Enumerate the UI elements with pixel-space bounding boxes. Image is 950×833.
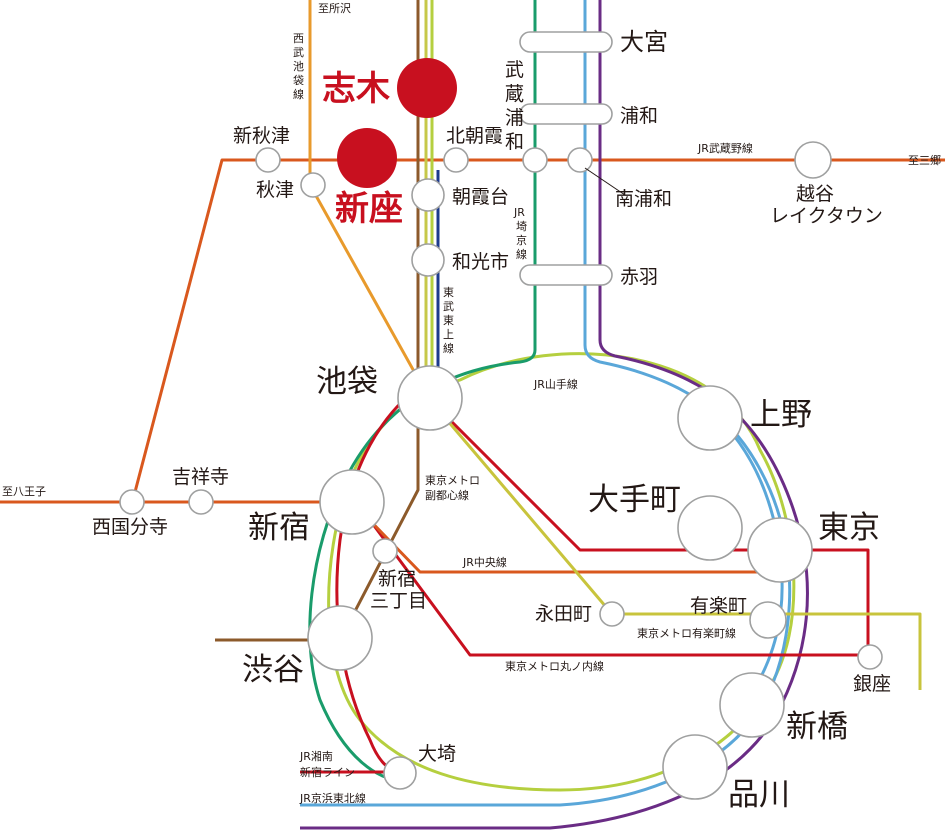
label-ikebukuro: 池袋 bbox=[316, 364, 378, 400]
label-otemachi: 大手町 bbox=[588, 482, 681, 518]
label-omiya: 大宮 bbox=[620, 28, 668, 56]
station-nagatacho bbox=[599, 601, 625, 627]
label-seibu-5: 線 bbox=[293, 87, 304, 101]
label-saikyo-1: JR bbox=[513, 206, 525, 219]
label-saikyo-3: 京 bbox=[516, 233, 527, 247]
station-shibuya bbox=[307, 605, 373, 671]
label-tojo-4: 上 bbox=[443, 328, 454, 341]
stations bbox=[119, 31, 883, 800]
label-fukutoshin-a: 東京メトロ bbox=[425, 473, 480, 487]
label-metro-yurakucho: 東京メトロ有楽町線 bbox=[637, 626, 736, 640]
station-ikebukuro bbox=[397, 365, 463, 431]
station-wakoshi bbox=[411, 243, 445, 277]
label-ueno: 上野 bbox=[750, 397, 812, 433]
label-seibu-1: 西 bbox=[293, 32, 304, 45]
station-shinagawa bbox=[662, 734, 728, 800]
label-akabane: 赤羽 bbox=[620, 266, 658, 288]
label-koshigaya: 越谷 bbox=[796, 183, 834, 205]
station-omiya-pill bbox=[519, 31, 613, 53]
label-niiza: 新座 bbox=[335, 189, 403, 229]
label-tojo-3: 東 bbox=[443, 314, 454, 327]
label-saikyo-2: 埼 bbox=[516, 219, 527, 233]
station-shinbashi bbox=[719, 672, 785, 738]
label-asakadai: 朝霞台 bbox=[452, 186, 509, 208]
label-shinjuku3b: 三丁目 bbox=[370, 590, 427, 612]
label-nagatacho: 永田町 bbox=[535, 603, 592, 625]
label-shinjuku3a: 新宿 bbox=[378, 568, 416, 590]
station-niiza-dot bbox=[337, 128, 397, 188]
label-seibu-2: 武 bbox=[293, 46, 304, 59]
label-musashi-urawa-3: 浦 bbox=[505, 107, 524, 129]
station-minami-urawa bbox=[567, 147, 593, 173]
label-jr-keihin: JR京浜東北線 bbox=[299, 791, 366, 805]
label-to-misato: 至三郷 bbox=[908, 153, 941, 167]
station-tokyo bbox=[747, 517, 813, 583]
station-kichijoji bbox=[188, 489, 214, 515]
label-kita-asaka: 北朝霞 bbox=[446, 125, 503, 147]
station-shin-akitsu bbox=[255, 147, 281, 173]
label-seibu-4: 袋 bbox=[293, 73, 304, 87]
label-wakoshi: 和光市 bbox=[452, 251, 509, 273]
label-musashi-urawa-4: 和 bbox=[505, 131, 524, 153]
line-labels: 至所沢 西 武 池 袋 線 JR武蔵野線 至三郷 JR 埼 京 線 東 武 東 … bbox=[2, 1, 941, 805]
label-shiki: 志木 bbox=[322, 69, 390, 109]
label-minami-urawa: 南浦和 bbox=[615, 188, 672, 210]
label-jr-musashino: JR武蔵野線 bbox=[697, 141, 753, 155]
label-musashi-urawa-1: 武 bbox=[505, 59, 524, 81]
station-koshigaya bbox=[794, 141, 832, 179]
station-asakadai bbox=[411, 178, 445, 212]
station-otemachi bbox=[677, 495, 743, 561]
label-jr-chuo: JR中央線 bbox=[462, 555, 507, 569]
label-shin-akitsu: 新秋津 bbox=[233, 125, 290, 147]
label-jr-yamanote: JR山手線 bbox=[533, 377, 578, 391]
label-to-hachioji: 至八王子 bbox=[2, 485, 46, 498]
label-fukutoshin-b: 副都心線 bbox=[425, 488, 469, 502]
station-ueno bbox=[677, 385, 743, 451]
label-to-tokorozawa: 至所沢 bbox=[318, 1, 351, 15]
station-shinjuku-sanchome bbox=[372, 538, 398, 564]
label-tokyo: 東京 bbox=[818, 510, 880, 546]
label-koshigaya2: レイクタウン bbox=[770, 205, 883, 227]
line-jr-musashino bbox=[133, 158, 945, 493]
label-ginza: 銀座 bbox=[853, 673, 891, 695]
label-shinbashi: 新橋 bbox=[786, 709, 848, 745]
label-akitsu: 秋津 bbox=[256, 179, 294, 201]
label-shinagawa: 品川 bbox=[728, 777, 790, 813]
label-kichijoji: 吉祥寺 bbox=[172, 466, 229, 488]
station-labels: 志木 新座 大宮 浦和 赤羽 北朝霞 朝霞台 和光市 南浦和 新秋津 秋津 越谷… bbox=[92, 28, 891, 813]
label-seibu-3: 池 bbox=[293, 60, 304, 73]
station-yurakucho bbox=[749, 601, 787, 639]
station-osaki bbox=[383, 756, 417, 790]
station-ginza bbox=[857, 644, 883, 670]
label-jr-shonan-b: 新宿ライン bbox=[300, 765, 355, 779]
label-tojo-5: 線 bbox=[443, 341, 454, 355]
label-yurakucho: 有楽町 bbox=[690, 595, 747, 617]
label-musashi-urawa-2: 蔵 bbox=[505, 83, 524, 105]
label-saikyo-4: 線 bbox=[516, 247, 527, 261]
station-akabane-pill bbox=[519, 264, 613, 286]
station-kita-asaka bbox=[443, 147, 469, 173]
label-urawa: 浦和 bbox=[620, 105, 658, 127]
label-tojo-2: 武 bbox=[443, 300, 454, 313]
station-musashi-urawa bbox=[522, 147, 548, 173]
label-tojo-1: 東 bbox=[443, 286, 454, 299]
station-akitsu bbox=[300, 172, 326, 198]
label-metro-marunouchi: 東京メトロ丸ノ内線 bbox=[505, 659, 604, 673]
label-shinjuku: 新宿 bbox=[248, 510, 310, 546]
label-nishikokubunji: 西国分寺 bbox=[92, 516, 168, 538]
label-osaki: 大埼 bbox=[418, 743, 456, 765]
label-jr-shonan-a: JR湘南 bbox=[299, 749, 333, 763]
station-urawa-pill bbox=[519, 103, 613, 125]
station-shinjuku bbox=[319, 469, 385, 535]
label-shibuya: 渋谷 bbox=[242, 652, 304, 688]
station-nishikokubunji bbox=[119, 489, 145, 515]
station-shiki-dot bbox=[397, 58, 457, 118]
leader-minami-urawa bbox=[584, 167, 626, 196]
